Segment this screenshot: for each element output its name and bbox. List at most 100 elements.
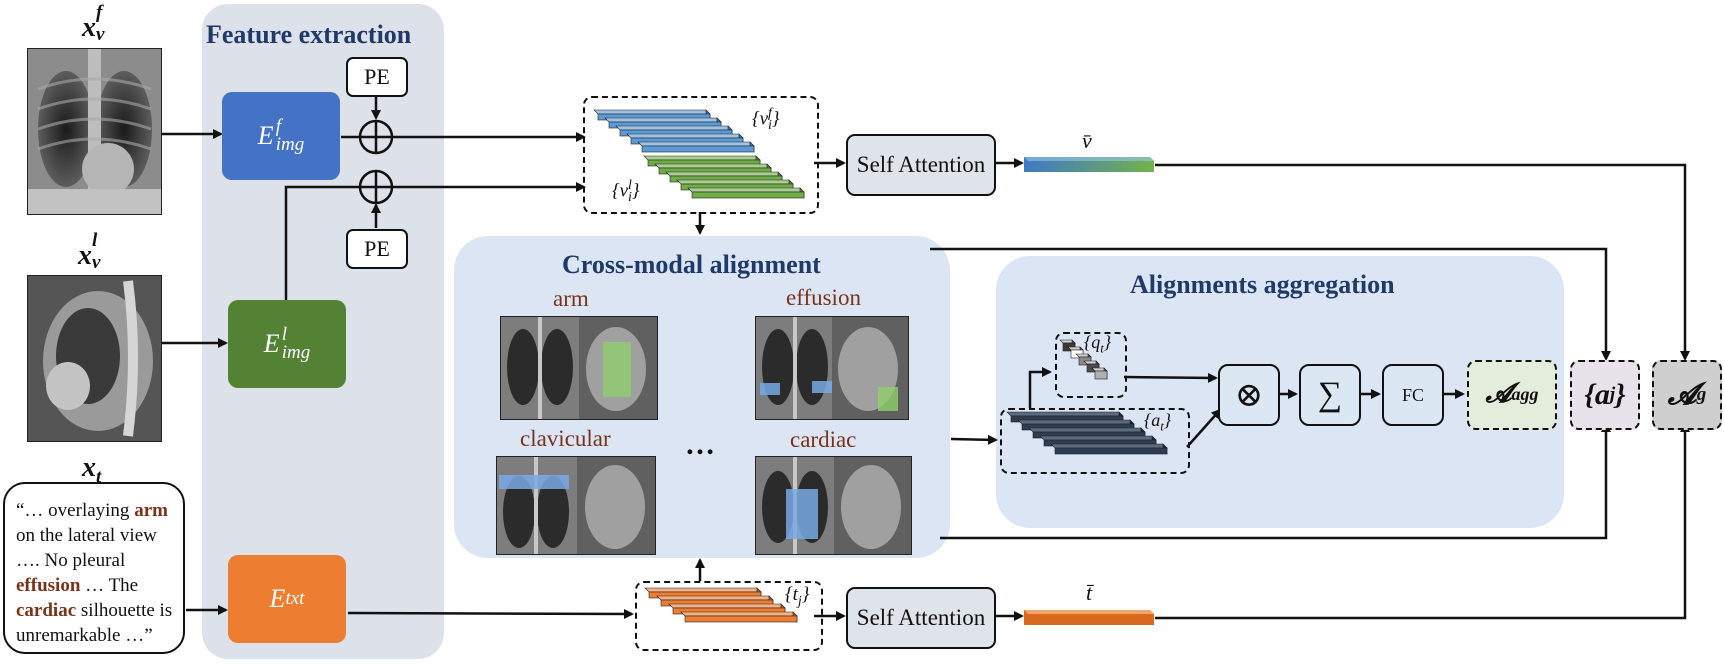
enc-frontal-main: E xyxy=(257,121,274,150)
arrow-tbar-to-Ag xyxy=(1155,422,1690,620)
A-g-sub: g xyxy=(1696,384,1707,405)
arrow-crossmodal-to-aj-bottom xyxy=(940,422,1611,540)
text-input-sub: t xyxy=(96,466,102,488)
report-seg-3: … The xyxy=(80,575,139,596)
visual-frontal-slab xyxy=(637,141,755,153)
aj-sub: j xyxy=(1609,384,1616,405)
otimes-icon: ⊗ xyxy=(1218,364,1280,426)
visual-features-container xyxy=(583,96,819,214)
self-attention-visual: Self Attention xyxy=(846,134,996,196)
qt-label: {qt} xyxy=(1084,332,1111,357)
vl-close: } xyxy=(631,180,640,202)
feature-extraction-title: Feature extraction xyxy=(206,20,412,49)
arrow-vbar-to-Ag xyxy=(1155,163,1690,361)
frontal-input-main: x xyxy=(82,12,96,43)
arrow-text-enc-to-features xyxy=(347,608,634,619)
tbar-label: t̄ xyxy=(1086,580,1093,605)
A-agg-box xyxy=(1467,360,1557,430)
vl-main: {v xyxy=(612,180,629,202)
vf-sub: i xyxy=(768,118,772,133)
frontal-input-sup: f xyxy=(96,2,103,23)
text-feature-stack xyxy=(644,587,798,623)
enc-frontal-sup: f xyxy=(275,116,281,137)
at-container xyxy=(1000,408,1190,474)
self-attention-text: Self Attention xyxy=(846,587,996,649)
arrow-at-to-otimes xyxy=(1186,408,1222,448)
pe-box-bottom: PE xyxy=(346,229,408,269)
vf-main: {v xyxy=(752,108,769,130)
lateral-xray-image xyxy=(27,275,162,442)
tj-close: } xyxy=(801,584,810,605)
at-label: {at} xyxy=(1144,410,1171,435)
report-seg-4: silhouette is unremarkable …” xyxy=(16,600,173,646)
visual-lateral-slab xyxy=(687,187,805,199)
word-cardiac: cardiac xyxy=(790,427,857,452)
vbar-slab-top xyxy=(1024,157,1154,161)
text-input-main: x xyxy=(82,452,96,483)
visual-feature-stack xyxy=(593,109,805,199)
enc-lateral-main: E xyxy=(263,329,280,358)
at-slab xyxy=(1039,435,1157,447)
text-input-label: xt xyxy=(82,452,101,489)
word-arm: arm xyxy=(553,286,589,311)
at-slab xyxy=(1050,443,1168,455)
at-main: {a xyxy=(1144,410,1161,430)
enc-text-main: E xyxy=(269,584,286,613)
qt-sub: t xyxy=(1100,340,1104,356)
xray-pair-clavicular xyxy=(496,456,656,555)
A-agg-sub: agg xyxy=(1511,383,1539,404)
A-agg-main: 𝓐 xyxy=(1485,378,1512,408)
visual-lateral-slab xyxy=(665,171,783,183)
A-g-main: 𝓐 xyxy=(1667,378,1697,411)
aj-close: } xyxy=(1615,378,1626,411)
lateral-input-sub: v xyxy=(92,252,101,273)
at-sub: t xyxy=(1160,418,1164,434)
lateral-input-main: x xyxy=(78,240,92,271)
text-slab xyxy=(668,603,786,615)
A-g-box xyxy=(1652,360,1722,430)
frontal-input-sub: v xyxy=(96,24,105,45)
cross-modal-title: Cross-modal alignment xyxy=(562,250,821,279)
sum-icon: ∑ xyxy=(1299,364,1361,426)
aj-box xyxy=(1570,360,1640,430)
arrow-at-to-qt xyxy=(1028,367,1052,408)
vl-sup: l xyxy=(628,178,632,193)
qt-cube-stack xyxy=(1059,339,1108,380)
enc-frontal-sub: img xyxy=(275,134,305,155)
visual-frontal-slab xyxy=(626,133,744,145)
text-feature-label: {tj} xyxy=(785,584,809,610)
report-highlight-arm: arm xyxy=(134,500,168,521)
word-clavicular: clavicular xyxy=(520,426,611,451)
lateral-input-sup: l xyxy=(92,230,98,251)
enc-lateral-sup: l xyxy=(281,324,287,345)
cross-modal-ellipsis: … xyxy=(685,428,715,461)
word-effusion: effusion xyxy=(786,285,861,310)
text-slab xyxy=(644,587,762,599)
tj-main: {t xyxy=(785,584,798,605)
visual-frontal-slab xyxy=(604,117,722,129)
arrow-enc-lateral-to-plus xyxy=(284,185,360,300)
report-seg-2: on the lateral view …. No pleural xyxy=(16,525,157,571)
at-close: } xyxy=(1163,410,1172,430)
report-seg-1: “… overlaying xyxy=(16,500,135,521)
vl-sub: i xyxy=(628,190,632,205)
text-slab xyxy=(680,611,798,623)
visual-frontal-slab xyxy=(593,109,711,121)
report-text-box: “… overlaying arm on the lateral view ….… xyxy=(3,482,185,654)
tbar-slab-top xyxy=(1024,610,1154,614)
at-slab xyxy=(1017,419,1135,431)
aj-main: {a xyxy=(1584,378,1610,411)
xray-pair-effusion xyxy=(755,316,909,420)
pe-box-top: PE xyxy=(346,57,408,97)
enc-lateral-sub: img xyxy=(281,342,311,363)
arrow-crossmodal-to-at xyxy=(950,434,998,445)
xray-pair-cardiac xyxy=(755,456,912,555)
fc-box: FC xyxy=(1382,364,1444,426)
